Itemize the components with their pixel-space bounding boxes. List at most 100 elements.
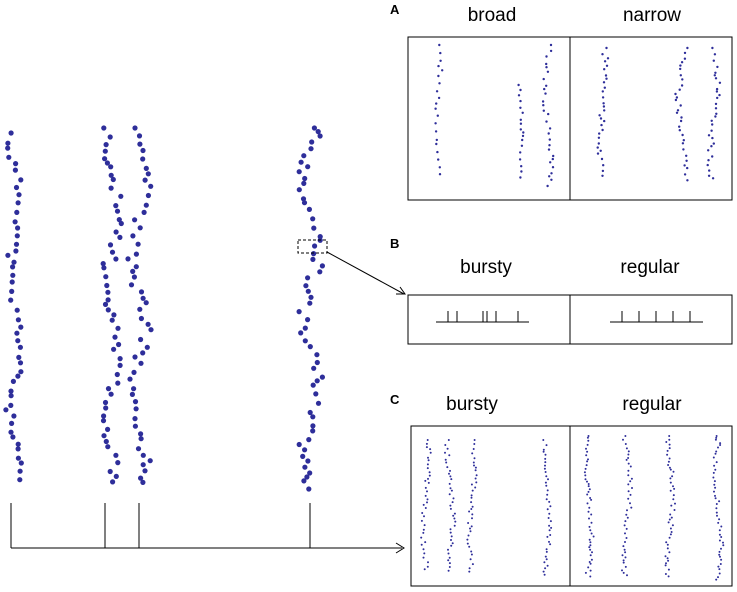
spike-dot-small: [437, 96, 441, 100]
spike-dot-small: [668, 457, 671, 460]
spike-dot-small: [683, 173, 687, 176]
spike-dot-small: [627, 457, 630, 459]
spike-dot-small: [446, 466, 449, 469]
spike-dot-small: [434, 130, 438, 133]
spike-dot-small: [424, 541, 427, 544]
spike-dot-small: [602, 102, 605, 105]
spike-dot-small: [680, 84, 684, 87]
spike-dot-small: [604, 74, 608, 77]
spike-dot-small: [673, 509, 676, 511]
spike-dot-small: [468, 510, 471, 513]
spike-dot-small: [589, 529, 592, 532]
spike-dot-small: [722, 544, 725, 547]
spike-dot: [145, 192, 151, 199]
spike-dot-small: [424, 494, 427, 497]
spike-dot-small: [473, 439, 476, 441]
spike-dot: [117, 362, 123, 368]
spike-dot-small: [624, 520, 627, 523]
spike-dot-small: [601, 90, 604, 93]
spike-dot: [17, 468, 23, 474]
spike-dot: [319, 374, 325, 380]
spike-dot-small: [585, 454, 588, 457]
spike-dot-small: [624, 532, 626, 535]
spike-dot: [15, 455, 21, 461]
regular-spike-train: [610, 311, 703, 323]
spike-dot-small: [624, 435, 627, 437]
spike-dot-small: [422, 531, 425, 534]
spike-dot-small: [675, 96, 679, 99]
spike-dot-small: [451, 501, 454, 504]
spike-dot-small: [422, 548, 425, 551]
spike-dot-small: [664, 564, 667, 567]
spike-dot: [102, 148, 108, 154]
spike-dot-small: [716, 65, 719, 69]
spike-dot-small: [622, 438, 624, 441]
spike-dot-small: [713, 490, 715, 493]
spike-dot-small: [670, 516, 673, 519]
zoom-arrow: [326, 251, 406, 295]
spike-dot: [131, 274, 137, 280]
spike-dot-small: [722, 541, 724, 544]
spike-dot-small: [599, 149, 602, 152]
spike-dot-small: [427, 456, 429, 459]
spike-dot-small: [714, 102, 718, 106]
large-spike-columns: [3, 125, 325, 492]
spike-dot-small: [717, 446, 719, 449]
spike-dot: [117, 356, 123, 362]
spike-dot-small: [714, 115, 717, 118]
spike-dot-small: [470, 525, 473, 528]
spike-dot-small: [588, 538, 591, 541]
spike-dot-small: [584, 478, 587, 481]
spike-dot-small: [714, 438, 717, 441]
spike-dot-small: [472, 461, 475, 464]
spike-dot: [113, 256, 119, 262]
spike-dot-small: [588, 517, 590, 520]
spike-dot-small: [627, 474, 630, 477]
spike-dot-small: [630, 506, 633, 509]
spike-dot: [140, 462, 146, 468]
spike-dot: [100, 261, 106, 267]
spike-dot-small: [468, 567, 471, 570]
panel-b-letter: B: [390, 236, 400, 251]
spike-dot: [12, 219, 18, 225]
spike-dot: [307, 344, 313, 350]
spike-dot-small: [681, 142, 685, 145]
spike-dot-small: [427, 459, 430, 462]
spike-dot-small: [717, 576, 719, 579]
spike-dot-small: [550, 172, 553, 175]
spike-dot: [11, 413, 17, 419]
spike-dot: [310, 382, 316, 388]
spike-dot: [317, 133, 323, 139]
spike-dot: [145, 321, 151, 327]
spike-dot: [102, 399, 109, 406]
spike-dot-small: [466, 538, 469, 541]
spike-dot-small: [420, 536, 423, 539]
spike-dot-small: [469, 527, 471, 530]
spike-dot-small: [601, 96, 605, 99]
spike-dot-small: [720, 536, 723, 538]
spike-dot-small: [422, 556, 425, 559]
spike-dot-small: [587, 458, 589, 461]
spike-dot: [310, 256, 316, 262]
spike-dot-small: [586, 436, 589, 439]
spike-dot-small: [601, 53, 604, 56]
spike-dot: [117, 234, 123, 240]
spike-dot-small: [717, 565, 720, 568]
spike-dot-small: [428, 474, 431, 477]
spike-dot: [18, 369, 24, 375]
spike-dot-small: [546, 493, 549, 496]
spike-dot: [15, 200, 21, 206]
spike-dot-small: [625, 458, 628, 461]
spike-dot-small: [715, 503, 718, 505]
spike-dot-small: [548, 512, 551, 515]
spike-dot-small: [473, 464, 475, 467]
spike-dot: [8, 130, 14, 136]
spike-dot-small: [627, 462, 630, 465]
spike-dot-small: [714, 497, 717, 500]
spike-dot-small: [425, 442, 428, 445]
spike-dot: [138, 315, 144, 322]
spike-dot: [300, 453, 306, 459]
spike-dot-small: [627, 490, 630, 493]
spike-dot-small: [625, 537, 628, 539]
